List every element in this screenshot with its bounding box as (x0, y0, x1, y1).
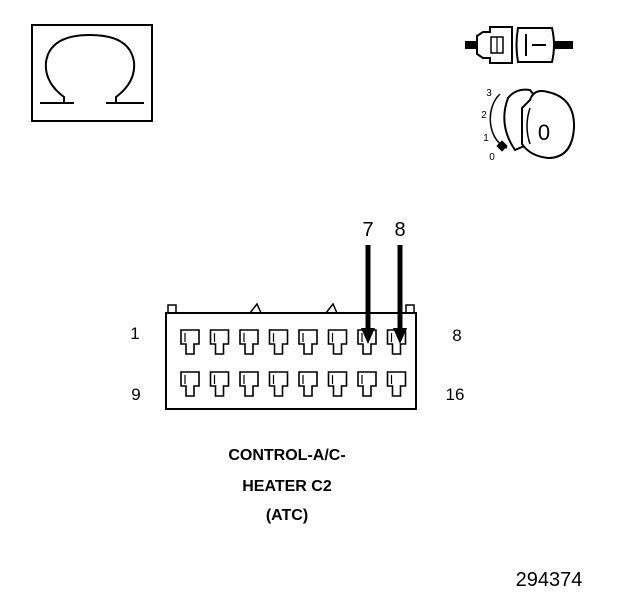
ignition-switch-icon (489, 88, 576, 160)
connector-housing (165, 302, 417, 410)
probe-label-left: 7 (362, 219, 373, 241)
pin-label-1: 1 (130, 324, 139, 343)
connector-title-line2: HEATER C2 (242, 478, 332, 495)
probe-label-right: 8 (394, 219, 405, 241)
probe-left (361, 245, 375, 344)
pin-label-8: 8 (452, 326, 461, 345)
ignition-position-0: 0 (489, 152, 495, 163)
connector-cavities (180, 329, 407, 397)
figure-number: 294374 (516, 569, 583, 591)
connector-title-line1: CONTROL-A/C- (228, 447, 345, 464)
probe-right (393, 245, 407, 344)
ignition-position-2: 2 (481, 110, 487, 121)
connector-title-line3: (ATC) (266, 507, 308, 524)
pin-label-9: 9 (131, 385, 140, 404)
ignition-position-3: 3 (486, 88, 492, 99)
ohm-meter-icon (31, 24, 153, 122)
pin-label-16: 16 (446, 385, 465, 404)
disconnected-connector-icon (465, 26, 573, 64)
key-position-label: 0 (538, 120, 550, 145)
ignition-position-1: 1 (483, 133, 489, 144)
